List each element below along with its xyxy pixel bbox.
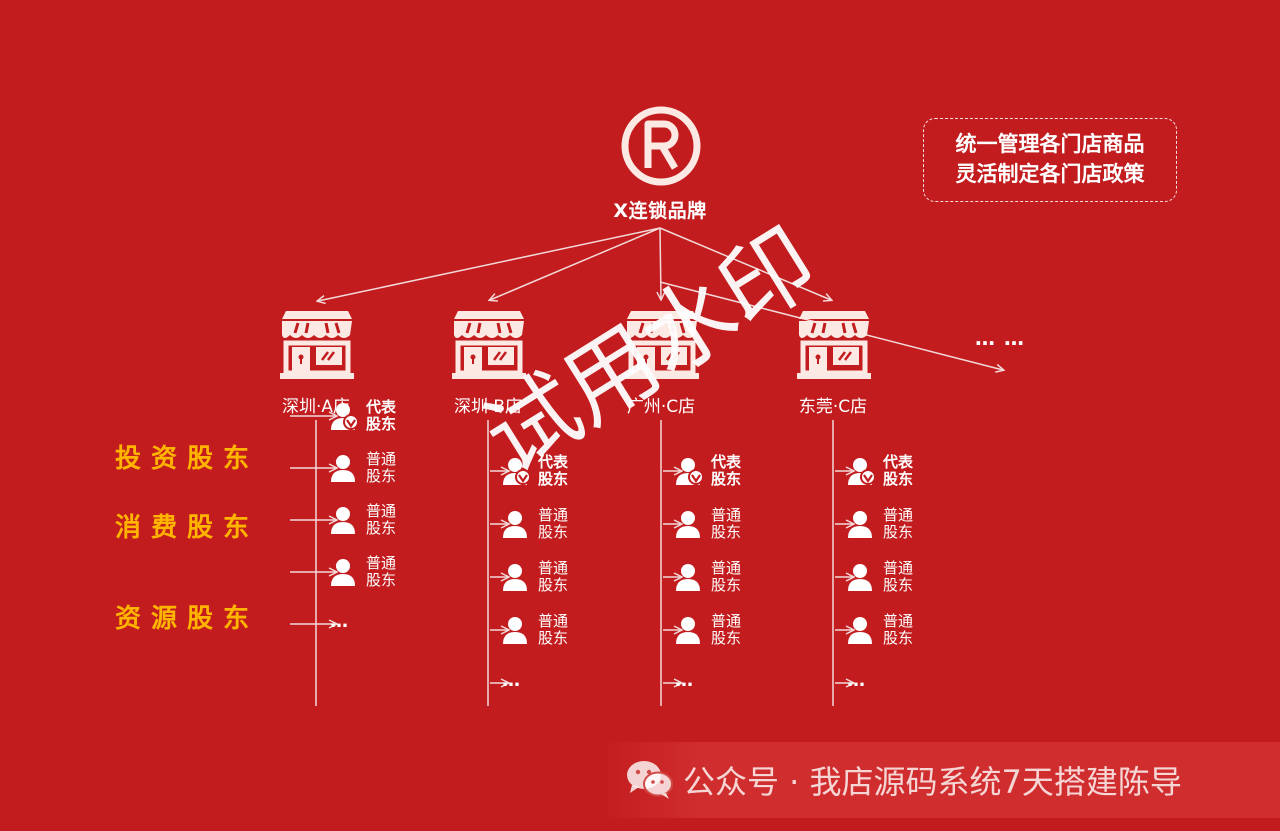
- shareholder-icon: [847, 509, 875, 539]
- more-shareholders-ellipsis: …: [675, 670, 693, 691]
- storefront-icon: [795, 307, 873, 381]
- store-name: 东莞·C店: [798, 397, 868, 417]
- normal-shareholder-label: 普通股东: [538, 559, 569, 594]
- shareholder-icon: [502, 509, 530, 539]
- store-name: 深圳·B店: [453, 397, 523, 417]
- normal-shareholder-label: 普通股东: [366, 554, 397, 589]
- policy-box: 统一管理各门店商品 灵活制定各门店政策: [923, 118, 1177, 202]
- store-name: 广州·C店: [626, 397, 696, 417]
- normal-shareholder-label: 普通股东: [883, 506, 914, 541]
- policy-line-2: 灵活制定各门店政策: [955, 162, 1145, 186]
- representative-shareholder-label: 代表股东: [538, 453, 569, 488]
- storefront-icon: [623, 307, 701, 381]
- shareholder-icon: [847, 562, 875, 592]
- shareholder-icon: [330, 453, 358, 483]
- more-stores-ellipsis: … …: [975, 326, 1025, 350]
- footer-band: [600, 742, 1280, 818]
- category-investment: 投资股东: [115, 444, 260, 474]
- normal-shareholder-label: 普通股东: [366, 450, 397, 485]
- policy-line-1: 统一管理各门店商品: [955, 132, 1145, 156]
- normal-shareholder-label: 普通股东: [883, 612, 914, 647]
- more-shareholders-ellipsis: …: [847, 670, 865, 691]
- store-name: 深圳·A店: [281, 397, 351, 417]
- normal-shareholder-label: 普通股东: [538, 506, 569, 541]
- representative-shareholder-icon: [675, 456, 704, 486]
- representative-shareholder-label: 代表股东: [366, 398, 397, 433]
- shareholder-icon: [675, 562, 703, 592]
- representative-shareholder-label: 代表股东: [883, 453, 914, 488]
- shareholder-icon: [502, 615, 530, 645]
- brand-name: X连锁品牌: [613, 200, 707, 222]
- shareholder-icon: [502, 562, 530, 592]
- representative-shareholder-icon: [502, 456, 531, 486]
- normal-shareholder-label: 普通股东: [538, 612, 569, 647]
- footer-account-text: 公众号 · 我店源码系统7天搭建陈导: [683, 763, 1182, 801]
- category-consumer: 消费股东: [115, 513, 260, 543]
- shareholder-icon: [675, 509, 703, 539]
- shareholder-icon: [330, 505, 358, 535]
- representative-shareholder-label: 代表股东: [711, 453, 742, 488]
- storefront-icon: [278, 307, 356, 381]
- representative-shareholder-icon: [847, 456, 876, 486]
- storefront-icon: [450, 307, 528, 381]
- shareholder-icon: [330, 557, 358, 587]
- category-resource: 资源股东: [115, 604, 260, 634]
- more-shareholders-ellipsis: …: [502, 670, 520, 691]
- normal-shareholder-label: 普通股东: [366, 502, 397, 537]
- registered-trademark-icon: [621, 106, 701, 186]
- more-shareholders-ellipsis: …: [330, 611, 348, 632]
- shareholder-icon: [847, 615, 875, 645]
- shareholder-icon: [675, 615, 703, 645]
- normal-shareholder-label: 普通股东: [883, 559, 914, 594]
- normal-shareholder-label: 普通股东: [711, 559, 742, 594]
- wechat-icon: [627, 761, 673, 799]
- representative-shareholder-icon: [330, 401, 359, 431]
- normal-shareholder-label: 普通股东: [711, 506, 742, 541]
- normal-shareholder-label: 普通股东: [711, 612, 742, 647]
